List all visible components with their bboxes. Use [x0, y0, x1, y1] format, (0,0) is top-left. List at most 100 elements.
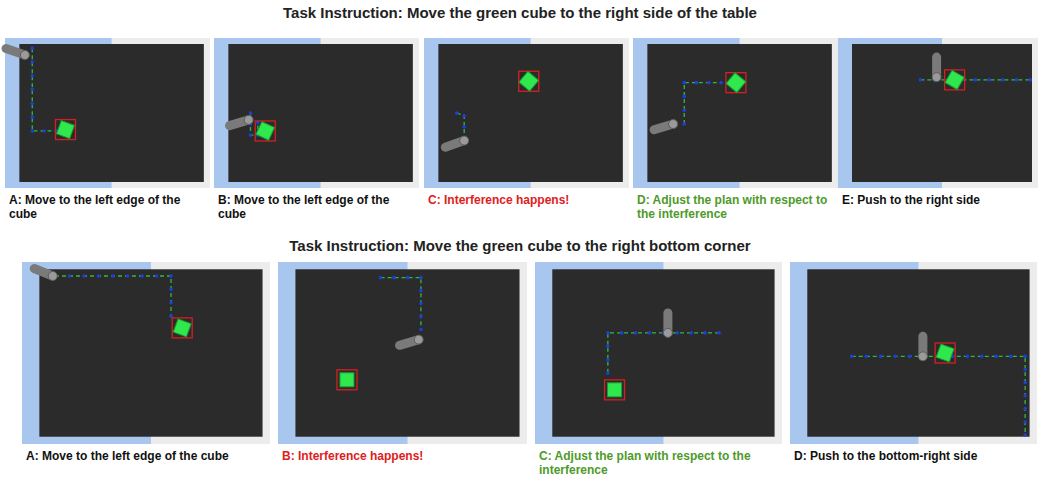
end-effector [460, 136, 469, 145]
green-cube [608, 383, 622, 397]
waypoint [682, 95, 686, 99]
waypoint [695, 81, 699, 85]
target-box [726, 73, 746, 93]
step-panel: B: Interference happens! [278, 262, 527, 479]
waypoint [717, 331, 721, 335]
waypoint [707, 81, 711, 85]
table-top [438, 44, 622, 182]
waypoint [97, 274, 101, 278]
waypoint [689, 331, 693, 335]
waypoint [682, 81, 686, 85]
table-top [852, 44, 1032, 182]
frame-ground [633, 38, 838, 188]
waypoint [1023, 420, 1027, 424]
simulation-frame [633, 38, 838, 188]
step-panel: A: Move to the left edge of the cube [22, 262, 270, 479]
task-row: Task Instruction: Move the green cube to… [0, 232, 1040, 481]
target-box [935, 343, 955, 363]
waypoint [966, 355, 970, 359]
waypoint [30, 88, 34, 92]
step-caption: A: Move to the left edge of the cube [9, 193, 208, 221]
end-effector [663, 328, 672, 337]
step-caption: E: Push to the right side [842, 193, 1036, 207]
waypoint [140, 274, 144, 278]
waypoint [1023, 394, 1027, 398]
target-box [255, 121, 275, 141]
target-box [519, 71, 539, 91]
waypoint [919, 78, 923, 82]
waypoint [82, 274, 86, 278]
frame-ground [535, 262, 782, 444]
simulation-frame [424, 38, 629, 188]
target-box [337, 370, 357, 390]
waypoint [169, 288, 173, 292]
green-cube [519, 71, 539, 91]
step-panel: D: Adjust the plan with respect to the i… [633, 38, 838, 228]
table-top [39, 269, 262, 436]
waypoint [30, 60, 34, 64]
end-effector [932, 73, 941, 82]
waypoint [1023, 407, 1027, 411]
waypoint [1028, 78, 1032, 82]
waypoint [634, 331, 638, 335]
step-panel: C: Interference happens! [424, 38, 629, 228]
waypoint [462, 125, 466, 129]
waypoint [249, 111, 253, 115]
frame-ground [790, 262, 1037, 444]
waypoint [126, 274, 130, 278]
waypoint [908, 355, 912, 359]
waypoint [406, 276, 410, 280]
waypoint [1023, 381, 1027, 385]
step-caption: C: Interference happens! [428, 193, 627, 207]
frame-ground [424, 38, 629, 188]
step-caption: C: Adjust the plan with respect to the i… [539, 449, 780, 477]
task-instruction: Task Instruction: Move the green cube to… [0, 232, 1040, 254]
waypoint [1023, 368, 1027, 372]
waypoint [1001, 78, 1005, 82]
end-effector [244, 115, 253, 124]
waypoint [419, 276, 423, 280]
waypoint [419, 302, 423, 306]
waypoint [419, 315, 423, 319]
simulation-frame [278, 262, 527, 444]
target-box [172, 318, 192, 338]
end-effector [669, 120, 678, 129]
waypoint [719, 81, 723, 85]
step-panel: C: Adjust the plan with respect to the i… [535, 262, 782, 479]
waypoint [1009, 355, 1013, 359]
table-top [552, 269, 774, 436]
frame-ground [5, 38, 210, 188]
waypoint [703, 331, 707, 335]
planned-path [608, 333, 719, 373]
waypoint [30, 46, 34, 50]
simulation-frame [535, 262, 782, 444]
waypoint [379, 276, 383, 280]
step-caption: D: Adjust the plan with respect to the i… [637, 193, 836, 221]
step-caption: B: Interference happens! [282, 449, 525, 463]
table-top [807, 269, 1029, 436]
step-panel: E: Push to the right side [838, 38, 1038, 228]
frame-ground [214, 38, 419, 188]
task-instruction: Task Instruction: Move the green cube to… [0, 0, 1040, 21]
waypoint [455, 111, 459, 115]
waypoint [30, 115, 34, 119]
waypoint [30, 102, 34, 106]
waypoint [606, 358, 610, 362]
planned-path [55, 276, 171, 316]
waypoint [648, 331, 652, 335]
waypoint [974, 78, 978, 82]
table-top [228, 44, 413, 182]
frame-ground [22, 262, 270, 444]
simulation-frame [22, 262, 270, 444]
simulation-frame [5, 38, 210, 188]
planned-path [381, 278, 421, 330]
waypoint [606, 345, 610, 349]
green-cube [726, 73, 746, 93]
waypoint [620, 331, 624, 335]
frame-ground [838, 38, 1038, 188]
waypoint [169, 274, 173, 278]
waypoint [169, 301, 173, 305]
table-top [295, 269, 519, 436]
target-box [55, 120, 75, 140]
waypoint [893, 355, 897, 359]
